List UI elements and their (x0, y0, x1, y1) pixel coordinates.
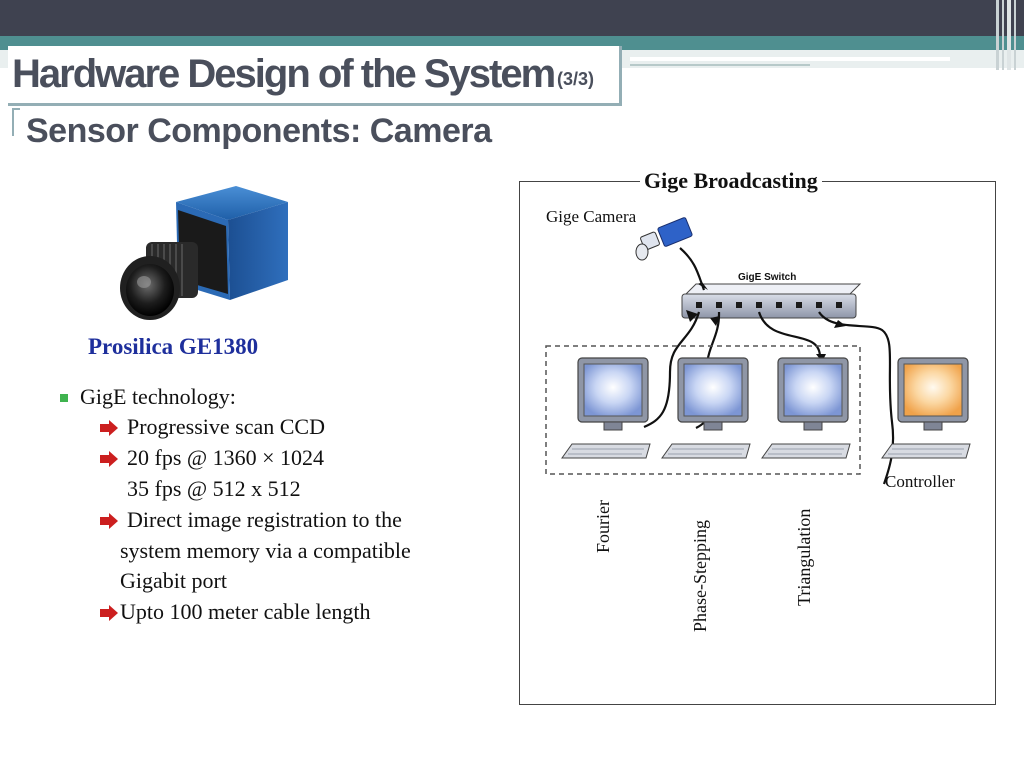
gige-camera-label: Gige Camera (546, 207, 637, 226)
bullet-heading: GigE technology: (80, 384, 236, 409)
bullet-item: Upto 100 meter cable length (120, 599, 371, 624)
diagram-title: Gige Broadcasting (640, 168, 822, 194)
controller-pc-icon (881, 357, 971, 459)
bullet-item: Progressive scan CCD (127, 414, 325, 439)
gige-camera-icon (635, 217, 693, 261)
bullet-item: system memory via a compatible (120, 538, 411, 563)
bullet-item: 20 fps @ 1360 × 1024 (127, 445, 325, 470)
controller-label: Controller (885, 472, 955, 491)
arrow-bullet-icon (100, 513, 118, 529)
triangulation-pc-icon (761, 357, 851, 459)
title-box (8, 46, 622, 106)
fourier-pc-icon (561, 357, 651, 459)
subtitle-bracket (12, 108, 20, 136)
header-stripe (630, 64, 810, 66)
phase-stepping-label: Phase-Stepping (690, 520, 710, 632)
arrow-bullet-icon (100, 420, 118, 436)
arrow-bullet-icon (100, 451, 118, 467)
pc-group-outline (545, 345, 861, 475)
gige-switch-icon (681, 283, 862, 319)
slide-title-part: (3/3) (557, 69, 595, 89)
fourier-label: Fourier (593, 500, 613, 553)
slide-subtitle: Sensor Components: Camera (26, 112, 492, 150)
arrow-bullet-icon (100, 605, 118, 621)
bullet-item: Gigabit port (120, 568, 227, 593)
gige-switch-label: GigE Switch (738, 272, 797, 283)
bullet-square-icon (60, 394, 68, 402)
slide-title: Hardware Design of the System (12, 52, 556, 96)
camera-caption: Prosilica GE1380 (88, 334, 259, 359)
triangulation-label: Triangulation (794, 508, 814, 606)
top-bar (0, 0, 1024, 36)
header-stripe (630, 57, 950, 61)
camera-photo (120, 186, 288, 320)
bullet-item: 35 fps @ 512 x 512 (127, 476, 301, 501)
phase-stepping-pc-icon (661, 357, 751, 459)
network-diagram (545, 217, 971, 485)
bullet-item: Direct image registration to the (127, 507, 402, 532)
header-vertical-lines (996, 0, 1016, 70)
